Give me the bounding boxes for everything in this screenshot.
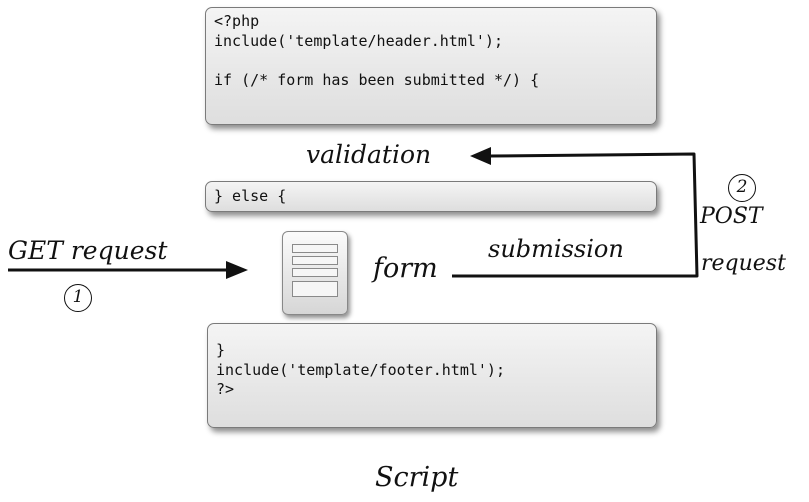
form-textarea-icon — [292, 281, 338, 297]
code-line: include('template/footer.html'); — [216, 360, 505, 379]
code-line: <?php — [214, 12, 260, 30]
code-line: if (/* form has been submitted */) { — [214, 70, 540, 89]
post-request-arrow-line — [452, 152, 699, 278]
form-field-icon — [292, 244, 338, 253]
validation-arrowhead — [470, 147, 491, 165]
get-request-label: GET request — [8, 236, 168, 265]
form-field-icon — [292, 268, 338, 277]
form-field-icon — [292, 256, 338, 265]
request-label: request — [701, 251, 786, 276]
step-1-badge: 1 — [64, 284, 92, 312]
code-line: } — [216, 341, 226, 359]
validation-label: validation — [306, 140, 432, 169]
code-line: } else { — [214, 187, 287, 205]
php-header-code-block: <?php include('template/header.html'); i… — [205, 7, 657, 125]
php-else-code-block: } else { — [205, 181, 657, 212]
step-2-badge: 2 — [728, 174, 756, 202]
php-footer-code-block: } include('template/footer.html'); ?> — [207, 323, 657, 428]
script-label: Script — [375, 462, 459, 493]
form-icon — [282, 231, 348, 315]
post-label: POST — [700, 204, 763, 229]
form-label: form — [373, 253, 438, 284]
code-line: include('template/header.html'); — [214, 31, 503, 50]
code-line: ?> — [216, 380, 235, 398]
submission-label: submission — [488, 235, 624, 263]
get-request-arrowhead — [226, 261, 248, 279]
